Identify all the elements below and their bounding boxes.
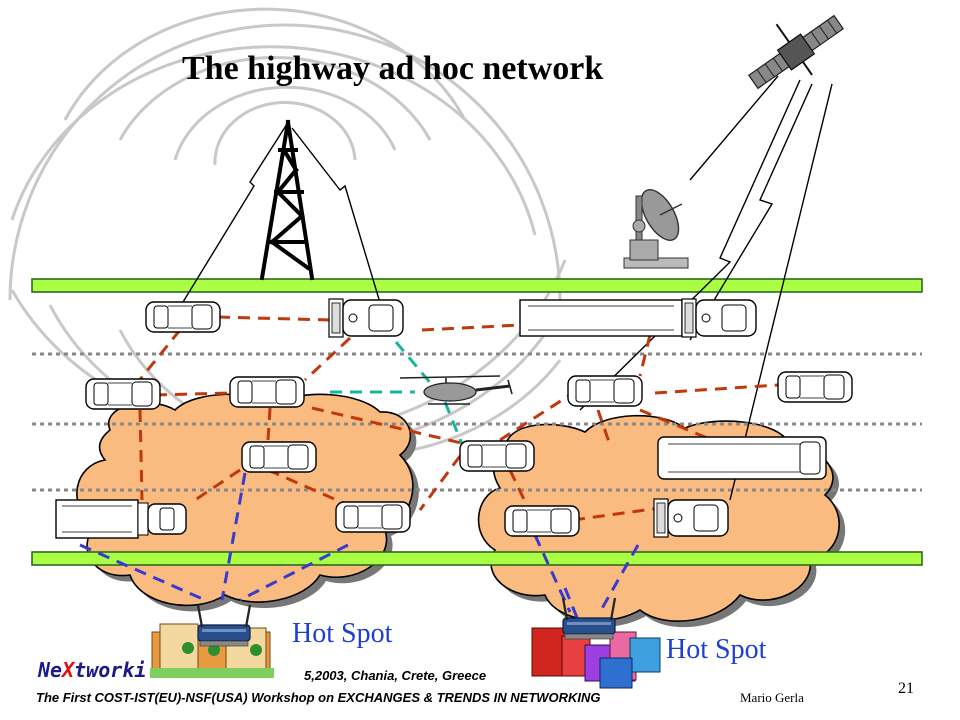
road-edge-bottom [31,551,923,566]
car-icon [335,501,411,533]
slide-title: The highway ad hoc network [182,50,604,87]
footer-brand-logo: NeXtworki [38,658,146,682]
wifi-router-icon [196,603,252,648]
brand-x: X [62,658,75,682]
car-icon [504,505,580,537]
radio-tower-icon [259,119,315,281]
car-icon [241,441,317,473]
brand-suffix: tworki [74,658,147,682]
hotspot-label-left: Hot Spot [292,618,393,649]
car-icon [85,378,161,410]
car-icon [145,301,221,333]
truck-icon [519,298,757,338]
car-icon [459,440,535,472]
author: Mario Gerla [740,690,804,705]
truck-icon [653,498,729,538]
bus-icon [657,436,827,480]
truck-icon [328,298,404,338]
satellite-dish-icon [623,189,689,269]
car-icon [567,375,643,407]
helicopter-icon [399,375,513,405]
footer-workshop: The First COST-IST(EU)-NSF(USA) Workshop… [36,690,601,705]
car-icon [777,371,853,403]
road-edge-top [31,278,923,293]
satellite-icon [747,14,845,90]
brand-prefix: Ne [38,658,63,682]
page-number: 21 [898,680,914,697]
vehicles [55,298,853,539]
hotspot-label-right: Hot Spot [666,634,767,665]
building-icon [531,627,661,689]
truck-icon [55,499,187,539]
footer-date: 5,2003, Chania, Crete, Greece [304,668,487,683]
car-icon [229,376,305,408]
v2v-links [136,315,779,522]
